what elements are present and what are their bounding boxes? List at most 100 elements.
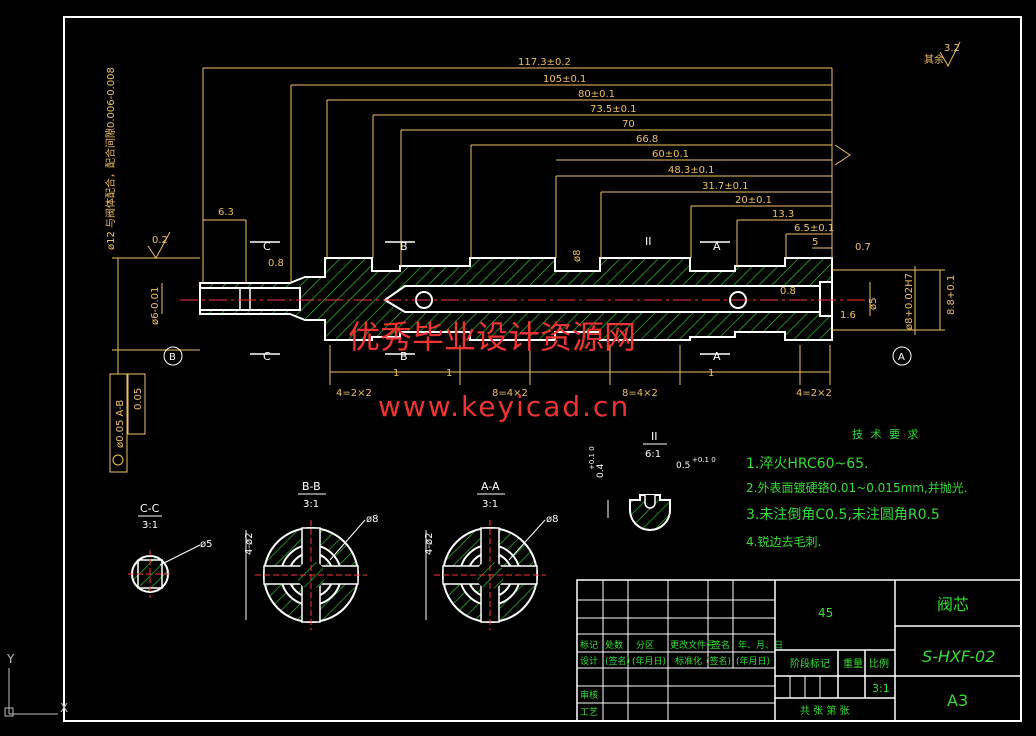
detail-dim-0-5: 0.5	[676, 461, 690, 471]
dim-phi8-h7: ø8+0.02H7	[904, 273, 915, 330]
ucs-x-label: X	[60, 701, 68, 715]
roughness-symbols	[147, 41, 961, 259]
chain-1c: 1	[708, 368, 714, 379]
dim-phi8-top: ø8	[572, 250, 583, 262]
roughness-other: 其余	[924, 53, 944, 66]
dimension-lines	[112, 67, 945, 385]
dim-80: 80±0.1	[578, 89, 615, 100]
cut-a-bottom: A	[713, 350, 721, 363]
svg-text:(年月日): (年月日)	[632, 655, 666, 667]
roughness-0-8b: 0.8	[780, 286, 796, 297]
cut-a-top: A	[713, 240, 721, 253]
svg-text:工艺: 工艺	[580, 707, 598, 718]
svg-text:A-A: A-A	[481, 480, 500, 493]
svg-text:II: II	[651, 430, 658, 443]
shaft-main-view	[180, 257, 870, 341]
detail-ii-label: II	[645, 235, 652, 248]
svg-text:B-B: B-B	[302, 480, 321, 493]
dim-73-5: 73.5±0.1	[590, 104, 637, 115]
dim-31-7: 31.7±0.1	[702, 181, 749, 192]
roughness-0-2: 0.2	[152, 235, 168, 246]
datum-a: A	[892, 346, 912, 366]
dim-6-5: 6.5±0.1	[794, 223, 834, 234]
detail-ii-view: II 6:1 0.4 +0.1 0 0.5 +0.1 0	[588, 430, 716, 531]
chain-1a: 1	[393, 368, 399, 379]
ucs-icon	[4, 668, 58, 717]
svg-text:比例: 比例	[869, 657, 889, 670]
dim-0-7: 0.7	[855, 242, 871, 253]
svg-text:(签名): (签名)	[706, 655, 731, 667]
svg-text:C-C: C-C	[140, 502, 160, 515]
section-b-b: B-B 3:1 ø8 4-ø2	[244, 480, 378, 630]
chain-1b: 1	[446, 368, 452, 379]
title-block	[576, 579, 1022, 722]
svg-text:(年月日): (年月日)	[736, 655, 770, 667]
chain-4x2-left: 4=2×2	[336, 388, 372, 399]
svg-text:签名: 签名	[712, 639, 730, 651]
svg-text:设计: 设计	[580, 655, 598, 667]
bb-4phi2: 4-ø2	[244, 533, 255, 555]
tb-sheet-size: A3	[947, 691, 968, 710]
svg-text:3:1: 3:1	[303, 499, 319, 510]
roughness-1-6: 1.6	[840, 310, 856, 321]
tech-item-4: 4.锐边去毛刺.	[746, 535, 821, 549]
dim-5: 5	[812, 237, 818, 248]
dim-6-3: 6.3	[218, 207, 234, 218]
cut-b-top: B	[400, 240, 408, 253]
dim-70: 70	[622, 119, 635, 130]
tb-drawing-no: S-HXF-02	[922, 647, 995, 666]
svg-text:标记: 标记	[580, 639, 598, 651]
dim-13-3: 13.3	[772, 209, 794, 220]
tech-title: 技 术 要 求	[852, 428, 921, 441]
svg-text:处数: 处数	[605, 639, 623, 651]
dim-phi6: ø6-0.01	[150, 287, 161, 325]
svg-text:标准化: 标准化	[675, 655, 702, 667]
svg-text:审核: 审核	[580, 689, 598, 701]
watermark-url: www.keyicad.cn	[378, 390, 630, 423]
roughness-0-8a: 0.8	[268, 258, 284, 269]
aa-4phi2: 4-ø2	[424, 533, 435, 555]
svg-text:A: A	[898, 352, 905, 363]
tech-item-3: 3.未注倒角C0.5,未注圆角R0.5	[746, 507, 940, 523]
svg-text:B: B	[169, 352, 176, 363]
cut-b-bottom: B	[400, 350, 408, 363]
dim-20: 20±0.1	[735, 195, 772, 206]
dim-60: 60±0.1	[652, 149, 689, 160]
svg-text:年、月、日: 年、月、日	[738, 639, 783, 651]
tb-scale: 3:1	[872, 682, 890, 695]
tolerance-frames	[109, 350, 146, 473]
cut-c-bottom: C	[263, 350, 271, 363]
tech-requirements: 技 术 要 求 1.淬火HRC60~65. 2.外表面镀硬铬0.01~0.015…	[746, 428, 968, 549]
datum-b: B	[163, 346, 183, 366]
dim-105: 105±0.1	[543, 74, 586, 85]
tech-item-1: 1.淬火HRC60~65.	[746, 456, 869, 472]
svg-text:阶段标记: 阶段标记	[790, 657, 830, 670]
tolerance-concentricity: ø0.05 A-B	[115, 400, 126, 448]
aa-phi8: ø8	[546, 514, 558, 525]
tolerance-cylindricity: 0.05	[133, 388, 144, 410]
watermark-cn: 优秀毕业设计资源网	[348, 318, 636, 356]
svg-text:更改文件号: 更改文件号	[670, 639, 715, 651]
dim-117-3: 117.3±0.2	[518, 57, 571, 68]
svg-text:6:1: 6:1	[645, 449, 661, 460]
section-a-a: A-A 3:1 ø8 4-ø2	[424, 480, 558, 630]
ucs-y-label: Y	[6, 652, 15, 666]
svg-text:(签名): (签名)	[605, 655, 630, 667]
dim-48-3: 48.3±0.1	[668, 165, 715, 176]
dim-66-8: 66.8	[636, 134, 658, 145]
dim-8-8: 8.8+0.1	[946, 275, 957, 315]
tb-sheet-count: 共 张 第 张	[800, 704, 850, 717]
tb-material: 45	[818, 606, 833, 620]
detail-dim-0-4-tol: +0.1 0	[588, 446, 596, 470]
shaft-bore	[383, 285, 821, 313]
cc-phi5: ø5	[200, 539, 212, 550]
roughness-3-2: 3.2	[944, 43, 960, 54]
dim-phi5: ø5	[868, 298, 879, 310]
section-c-c: C-C 3:1 ø5	[128, 502, 212, 598]
drawing-border	[63, 16, 1022, 722]
chain-4x2-right: 4=2×2	[796, 388, 832, 399]
detail-dim-0-5-tol: +0.1 0	[692, 456, 716, 464]
dim-phi12-note: ø12 与阀体配合，配合间隙0.006-0.008	[104, 67, 117, 250]
svg-text:重量: 重量	[843, 657, 863, 670]
